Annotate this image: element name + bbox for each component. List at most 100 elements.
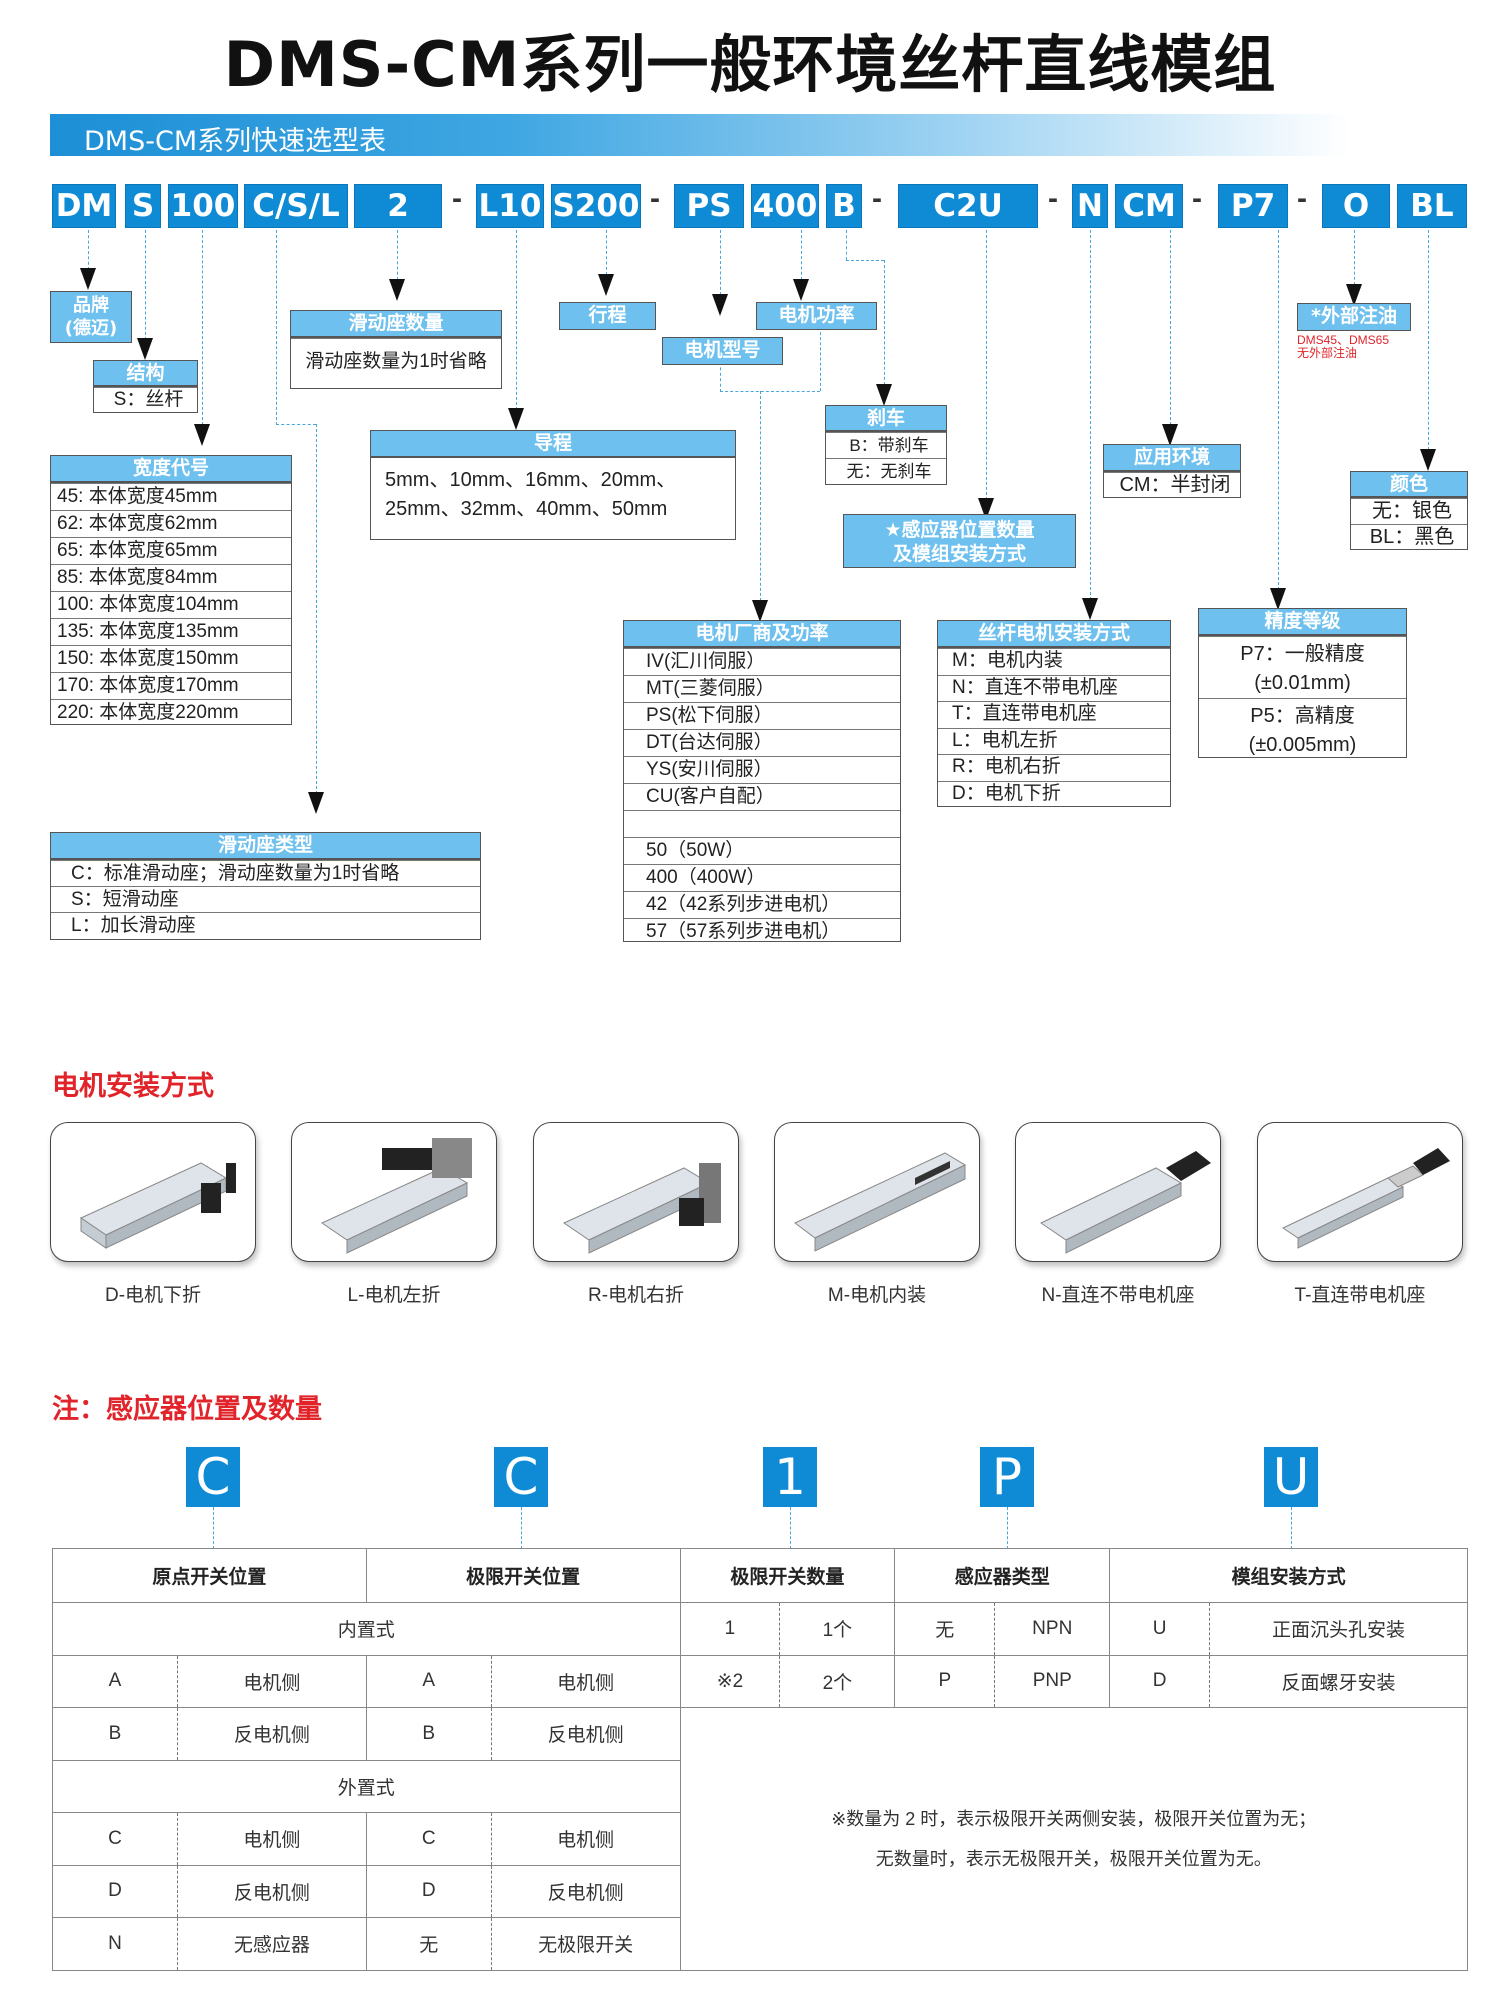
connector-line <box>720 391 820 392</box>
motor-vendor-row: DT(台达伺服） <box>624 729 900 756</box>
sensor-table-header: 原点开关位置 极限开关位置 极限开关数量 感应器类型 模组安装方式 <box>52 1548 1468 1603</box>
connector-line <box>316 424 317 794</box>
table-row: B 反电机侧 B 反电机侧 ※数量为 2 时，表示极限开关两侧安装，极限开关位置… <box>52 1707 1468 1971</box>
sensor-table: 原点开关位置 极限开关位置 极限开关数量 感应器类型 模组安装方式 内置式 1 … <box>52 1548 1468 1971</box>
connector-line <box>846 230 847 260</box>
arrow-down-icon <box>1420 449 1436 471</box>
arrow-down-icon <box>389 279 405 301</box>
arrow-down-icon <box>1346 284 1362 306</box>
motor-vendor-row: 50（50W） <box>624 837 900 864</box>
environment-header: 应用环境 <box>1104 445 1240 472</box>
linear-module-image-icon <box>1039 1151 1211 1254</box>
band-title: DMS-CM系列快速选型表 <box>84 126 387 157</box>
arrow-down-icon <box>598 274 614 296</box>
oil-note-line2: 无外部注油 <box>1297 346 1358 360</box>
width-code-row: 85: 本体宽度84mm <box>51 564 291 591</box>
linear-module-image-icon <box>1281 1148 1450 1249</box>
connector-line <box>760 391 761 611</box>
slider-count-row: 滑动座数量为1时省略 <box>291 338 501 385</box>
limit-code: D <box>365 1864 492 1918</box>
limit-desc: 电机侧 <box>490 1812 681 1866</box>
origin-code: A <box>52 1654 178 1708</box>
oil-label: *外部注油 <box>1297 303 1411 331</box>
slider-type-box: 滑动座类型 C：标准滑动座；滑动座数量为1时省略 S：短滑动座 L：加长滑动座 <box>50 832 481 940</box>
brake-row: B：带刹车 <box>826 432 946 458</box>
arrow-down-icon <box>1082 598 1098 620</box>
motor-caption-t: T-直连带电机座 <box>1294 1285 1426 1306</box>
arrow-down-icon <box>137 338 153 360</box>
precision-p5-label: P5：高精度 <box>1250 705 1355 727</box>
sensor-section-title: 注：感应器位置及数量 <box>52 1394 322 1425</box>
motor-power-label: 电机功率 <box>756 302 877 330</box>
linear-module-image-icon <box>562 1163 721 1254</box>
arrow-down-icon <box>1162 424 1178 446</box>
motor-card-r <box>533 1122 739 1262</box>
limit-code: A <box>365 1654 492 1708</box>
external-label: 外置式 <box>52 1759 681 1813</box>
note-line1: ※数量为 2 时，表示极限开关两侧安装，极限开关位置为无； <box>831 1808 1317 1829</box>
connector-line <box>1354 230 1355 285</box>
count-code: 1 <box>679 1602 781 1656</box>
width-code-row: 150: 本体宽度150mm <box>51 645 291 672</box>
motor-mount-header: 丝杆电机安装方式 <box>938 621 1170 648</box>
motor-caption-r: R-电机右折 <box>587 1285 685 1306</box>
limit-code: B <box>365 1707 492 1761</box>
connector-line <box>1428 230 1429 450</box>
precision-header: 精度等级 <box>1199 609 1406 636</box>
arrow-down-icon <box>876 384 892 406</box>
motor-vendor-header: 电机厂商及功率 <box>624 621 900 648</box>
connector-line <box>276 424 316 425</box>
connector-line <box>516 230 517 410</box>
table-row: D 反电机侧 D 反电机侧 <box>52 1864 1468 1918</box>
type-code: P <box>894 1654 996 1708</box>
precision-row-p5: P5：高精度 (±0.005mm) <box>1199 698 1406 757</box>
arrow-down-icon <box>308 792 324 814</box>
connector-line <box>213 1507 214 1549</box>
code-dash: - <box>1048 182 1058 215</box>
motor-section-title: 电机安装方式 <box>52 1071 214 1102</box>
origin-desc: 电机侧 <box>176 1812 367 1866</box>
motor-vendor-row: YS(安川伺服） <box>624 756 900 783</box>
motor-vendor-row: IV(汇川伺服） <box>624 648 900 675</box>
code-motor-power: 400 <box>751 184 819 228</box>
precision-box: 精度等级 P7：一般精度 (±0.01mm) P5：高精度 (±0.005mm) <box>1198 608 1407 758</box>
code-dash: - <box>1297 182 1307 215</box>
code-oil: O <box>1322 184 1390 228</box>
precision-p5-tolerance: (±0.005mm) <box>1248 734 1357 756</box>
connector-line <box>801 230 802 280</box>
slider-type-row: L：加长滑动座 <box>51 912 480 938</box>
motor-vendor-row: 42（42系列步进电机） <box>624 891 900 918</box>
type-code: 无 <box>894 1602 996 1656</box>
brand-line1: 品牌 <box>73 295 109 316</box>
mount-code: U <box>1109 1602 1211 1656</box>
count-desc: 1个 <box>779 1602 896 1656</box>
sensor-code-mount: U <box>1264 1447 1318 1507</box>
motor-vendor-row: CU(客户自配） <box>624 783 900 810</box>
page-title: DMS-CM系列一般环境丝杆直线模组 <box>223 28 1277 101</box>
mount-desc: 正面沉头孔安装 <box>1209 1602 1468 1656</box>
connector-line <box>88 230 89 270</box>
table-row: A 电机侧 A 电机侧 ※2 2个 P PNP D 反面螺牙安装 <box>52 1654 1468 1708</box>
connector-line <box>606 230 607 275</box>
arrow-down-icon <box>194 424 210 446</box>
table-row: 内置式 1 1个 无 NPN U 正面沉头孔安装 <box>52 1602 1468 1656</box>
header-type: 感应器类型 <box>894 1548 1111 1603</box>
origin-desc: 反电机侧 <box>176 1864 367 1918</box>
connector-line <box>720 362 721 392</box>
motor-card-n <box>1015 1122 1221 1262</box>
note-line2: 无数量时，表示无极限开关，极限开关位置为无。 <box>875 1848 1272 1869</box>
motor-card-t <box>1257 1122 1463 1262</box>
connector-line <box>986 230 987 500</box>
origin-code: C <box>52 1812 178 1866</box>
color-row: BL：黑色 <box>1351 524 1467 550</box>
code-slider-type: C/S/L <box>244 184 348 228</box>
header-mount: 模组安装方式 <box>1109 1548 1468 1603</box>
origin-desc: 反电机侧 <box>176 1707 367 1761</box>
origin-desc: 无感应器 <box>176 1917 367 1971</box>
structure-box: 结构 S：丝杆 <box>93 360 198 413</box>
limit-desc: 反电机侧 <box>490 1864 681 1918</box>
code-sensor: C2U <box>898 184 1038 228</box>
code-dash: - <box>1192 182 1202 215</box>
motor-model-label: 电机型号 <box>662 337 783 365</box>
limit-desc: 电机侧 <box>490 1654 681 1708</box>
